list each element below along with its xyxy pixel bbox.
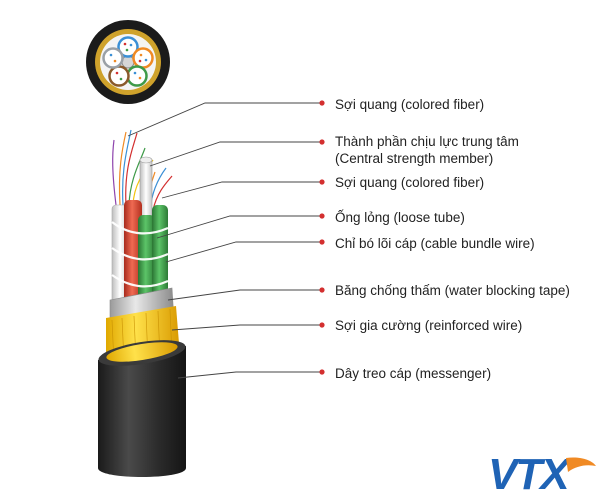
leader-loose-tube [156, 215, 322, 239]
leader-central-strength-member-dot [319, 139, 325, 145]
leader-central-strength-member [149, 141, 322, 167]
leader-water-blocking-tape-dot [319, 287, 325, 293]
vtx-logo-text: VTX [488, 450, 570, 499]
leader-colored-fiber-1 [127, 102, 322, 137]
label-central-strength-member: Thành phần chịu lực trung tâm(Central st… [335, 134, 519, 166]
label-colored-fiber-1: Sợi quang (colored fiber) [335, 97, 485, 112]
label-colored-fiber-2: Sợi quang (colored fiber) [335, 175, 485, 190]
leader-cable-bundle-wire [165, 241, 322, 263]
leader-cable-bundle-wire-dot [319, 239, 325, 245]
label-reinforced-wire: Sợi gia cường (reinforced wire) [335, 318, 523, 333]
label-cable-bundle-wire: Chỉ bó lõi cáp (cable bundle wire) [335, 236, 535, 251]
label-loose-tube: Ống lỏng (loose tube) [335, 210, 465, 225]
cable-cross-section [86, 20, 170, 104]
label-messenger: Dây treo cáp (messenger) [335, 366, 492, 381]
outer-jacket [98, 340, 186, 477]
vtx-logo: VTX [488, 452, 598, 498]
logo-swoosh-icon [566, 457, 596, 472]
leader-lines [127, 100, 325, 379]
leader-reinforced-wire-dot [319, 322, 325, 328]
leader-colored-fiber-1-dot [319, 100, 325, 106]
leader-loose-tube-dot [319, 213, 325, 219]
leader-water-blocking-tape [167, 289, 322, 301]
cable-bundle-wire [111, 221, 169, 288]
leader-reinforced-wire [171, 324, 322, 331]
leader-colored-fiber-2-dot [319, 179, 325, 185]
leader-colored-fiber-2 [161, 181, 322, 199]
leader-messenger [177, 371, 322, 379]
leader-messenger-dot [319, 369, 325, 375]
label-water-blocking-tape: Băng chống thấm (water blocking tape) [335, 283, 570, 298]
